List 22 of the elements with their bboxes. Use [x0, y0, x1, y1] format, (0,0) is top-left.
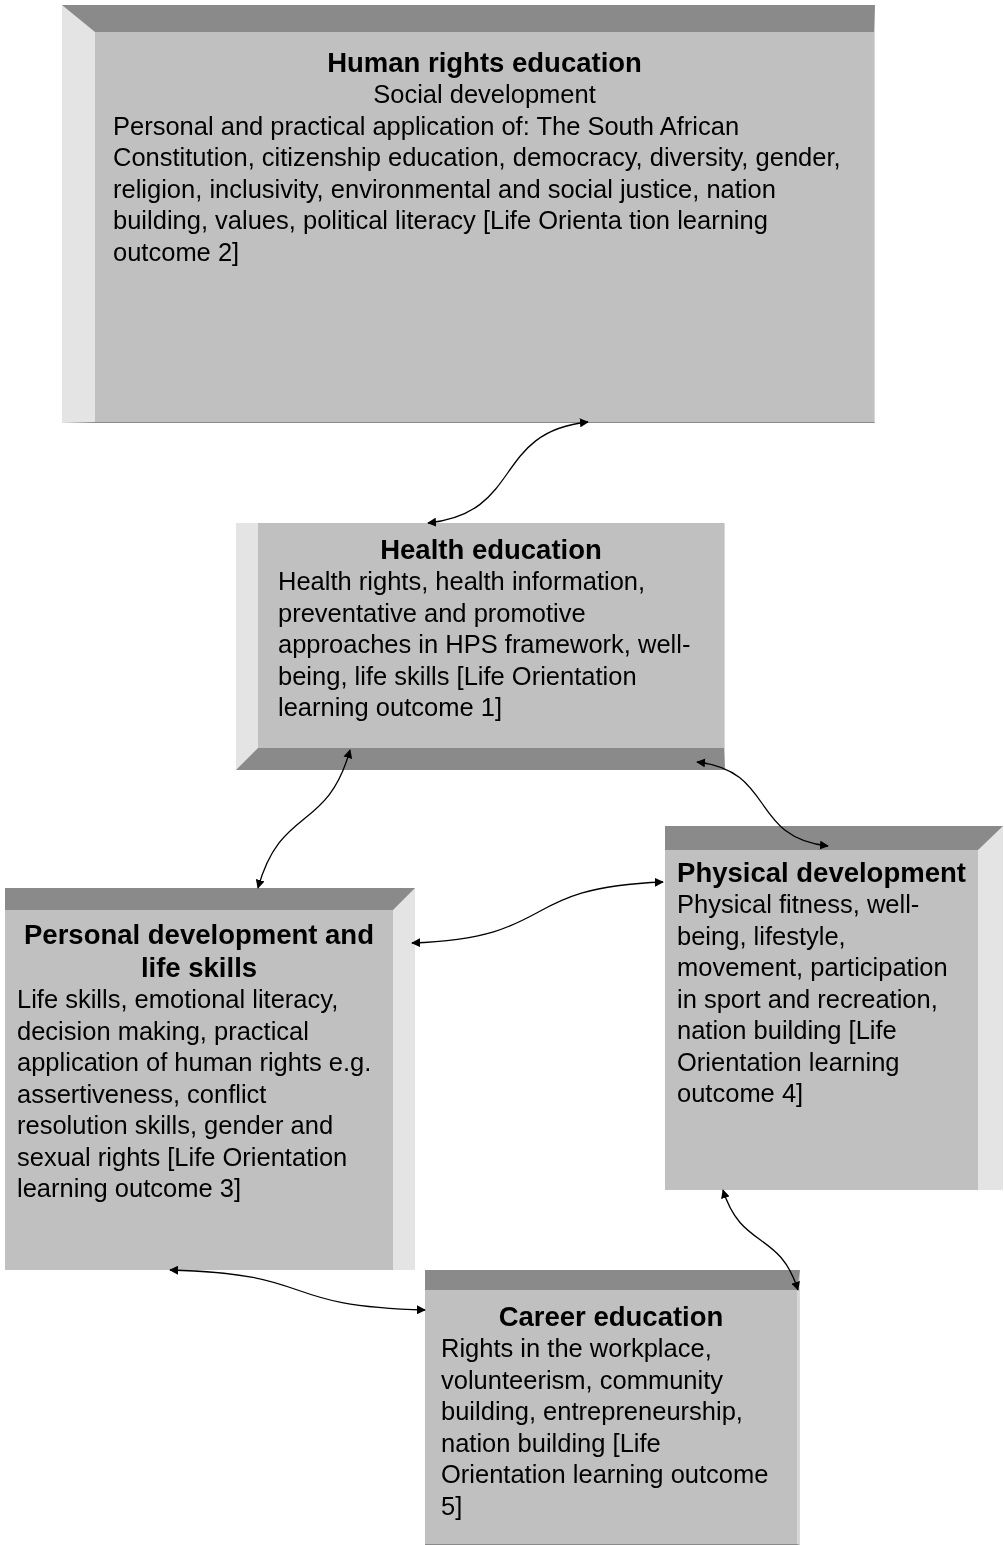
curved-arrow: [411, 878, 664, 947]
curved-arrow: [169, 1265, 426, 1315]
raised-box: [665, 826, 1003, 1190]
box-body-text: Health rights, health information, preventative and promotive approaches in HPS framework, well-being, life skills [Life Orientation learning outcome 1]: [278, 566, 692, 723]
box-heading: Career education: [497, 1300, 725, 1333]
box-heading: Health education: [379, 533, 603, 566]
box-heading: Human rights education: [326, 46, 643, 79]
raised-box: [425, 1270, 800, 1545]
curved-arrow: [696, 759, 829, 849]
box-heading: Personal development and life skills: [23, 918, 375, 984]
box-body-text: Life skills, emotional literacy, decision making, practical application of human rights e.g. assertiveness, conflict resolution skills, gender and sexual rights [Life Orientation learning outcome 3]: [17, 984, 373, 1204]
box-body-text: Personal and practical application of: The South African Constitution, citizenship education, democracy, diversity, gender, religion, inclusivity, environmental and social justice, nation building, values, political literacy [Life Orienta tion learning outcome 2]: [113, 110, 842, 268]
box-body-text: Rights in the workplace, volunteerism, community building, entrepreneurship, nation building [Life Orientation learning outcome 5]: [441, 1333, 770, 1522]
box-body-text: Physical fitness, well-being, lifestyle, movement, participation in sport and recreation, nation building [Life Orientation learning outcome 4]: [677, 889, 949, 1109]
curved-arrow: [256, 749, 352, 889]
box-heading: Physical development: [677, 856, 966, 889]
box-subheading: Social development: [372, 79, 597, 110]
raised-box: [236, 523, 725, 770]
raised-box: [5, 888, 415, 1270]
raised-box: [62, 5, 875, 423]
curved-arrow: [721, 1189, 800, 1291]
curved-arrow: [427, 419, 589, 526]
